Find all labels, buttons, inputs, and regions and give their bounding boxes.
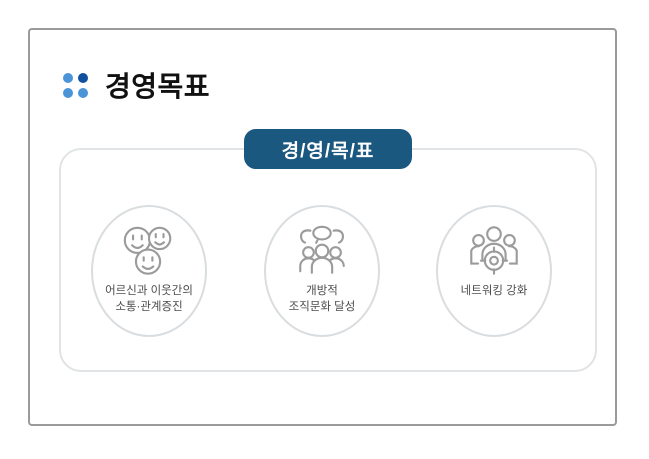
smiling-faces-icon — [117, 222, 181, 280]
goal-label-line1: 개방적 — [306, 285, 338, 297]
networking-target-icon — [462, 222, 526, 280]
goal-label-line2: 조직문화 달성 — [288, 300, 356, 313]
page-title: 경영목표 — [105, 71, 211, 102]
banner-badge: 경/영/목/표 — [244, 129, 412, 169]
goal-label-line1: 어르신과 이웃간의 — [105, 285, 193, 297]
title-bullet-dots-icon — [63, 72, 88, 98]
dot-icon — [78, 72, 88, 83]
goal-label: 네트워킹 강화 — [461, 284, 528, 300]
dot-icon — [63, 72, 73, 83]
dot-icon — [63, 87, 73, 98]
goal-label-line2: 소통·관계증진 — [115, 300, 183, 313]
goal-circle-networking: 네트워킹 강화 — [436, 205, 552, 337]
goal-label-line1: 네트워킹 강화 — [460, 285, 528, 297]
slide-frame: 경영목표 경/영/목/표 — [28, 28, 617, 426]
title-row: 경영목표 — [63, 65, 210, 105]
dot-icon — [78, 87, 88, 98]
group-discussion-icon — [290, 222, 354, 280]
content-box: 경/영/목/표 — [59, 129, 597, 372]
